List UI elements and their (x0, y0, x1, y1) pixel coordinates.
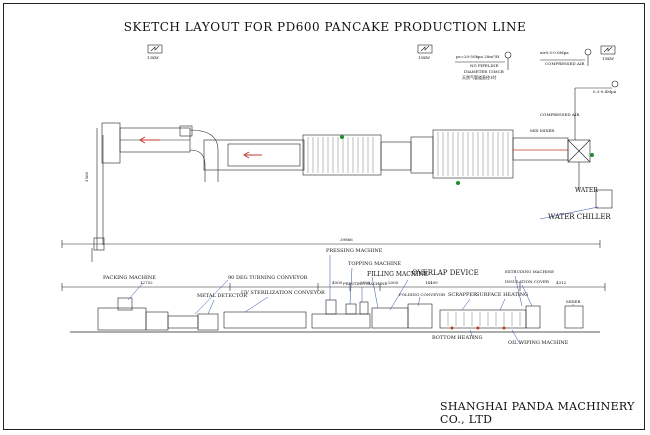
packing-machine-label: PACKING MACHINE (103, 275, 156, 281)
drawing-title: SKETCH LAYOUT FOR PD600 PANCAKE PRODUCTI… (123, 20, 527, 34)
dim-overall: 39866 (340, 237, 353, 242)
gas-pipeline-label: NG PIPELINE (470, 63, 499, 68)
gas-spec-label: ps=20-50kpa 28m³/H (456, 54, 500, 59)
dim-2: 4000 (332, 280, 343, 285)
power-symbol-mid (417, 44, 433, 54)
dim-3: 2000 (360, 280, 371, 285)
pressing-machine-label: PRESSING MACHINE (326, 248, 383, 254)
power-symbol-left (147, 44, 163, 54)
surface-heating-label: SURFACE HEATING (476, 292, 529, 298)
dim-vertical: 5566 (84, 171, 90, 183)
scrapper-label: SCRAPPER (448, 292, 477, 298)
power-label-right: 15KW (602, 56, 615, 61)
compressed-air-mid-label: COMPRESSED AIR (540, 112, 580, 117)
uv-conveyor-label: UV STERILIZATION CONVEYOR (241, 290, 325, 296)
drawing-border (3, 3, 645, 430)
compressed-air-top-label: COMPRESSED AIR (545, 61, 585, 66)
diameter-label: DIAMETER 15MCB (464, 69, 504, 74)
dim-4: 2000 (388, 280, 399, 285)
water-spec-label: 0.3-0.4Mpa (593, 89, 617, 94)
folding-conveyor-label: FOLDING CONVEYOR (399, 292, 446, 297)
bottom-heating-label: BOTTOM HEATING (432, 335, 483, 341)
overlap-device-label: OVERLAP DEVICE (412, 269, 479, 277)
power-label-left: 13KW (147, 55, 160, 60)
company-name: SHANGHAI PANDA MACHINERY CO., LTD (440, 400, 635, 426)
mix-mixer-label: MIX MIXER (530, 128, 555, 133)
air-spec-label: air0.5-0.6Mpa (540, 50, 569, 55)
insulation-cover-label: INSULATION COVER (505, 279, 549, 284)
gas-note-label: 天然气管道直径1吋 (462, 75, 497, 80)
metal-detector-label: METAL DETECTOR (197, 293, 248, 299)
filling-machine-label: FILLING MACHINE (367, 271, 429, 278)
dim-6: 4312 (556, 280, 567, 285)
turning-conveyor-label: 90 DEG TURNING CONVEYOR (228, 275, 308, 281)
topping-machine-label: TOPPING MACHINE (348, 261, 402, 267)
extruding-machine-label: EXTRUDING MACHINE (505, 269, 555, 274)
dim-1: 12752 (140, 280, 153, 285)
oil-wiping-machine-label: OIL WIPING MACHINE (508, 340, 569, 346)
power-symbol-right (600, 45, 616, 55)
printing-machine-label: PRINTING MACHINE (343, 281, 388, 286)
water-label: WATER (575, 187, 598, 194)
power-label-mid: 15KW (418, 55, 431, 60)
water-chiller-label: WATER CHILLER (548, 213, 611, 221)
mixer-label: MIXER (566, 299, 581, 304)
dim-5: 14499 (425, 280, 438, 285)
